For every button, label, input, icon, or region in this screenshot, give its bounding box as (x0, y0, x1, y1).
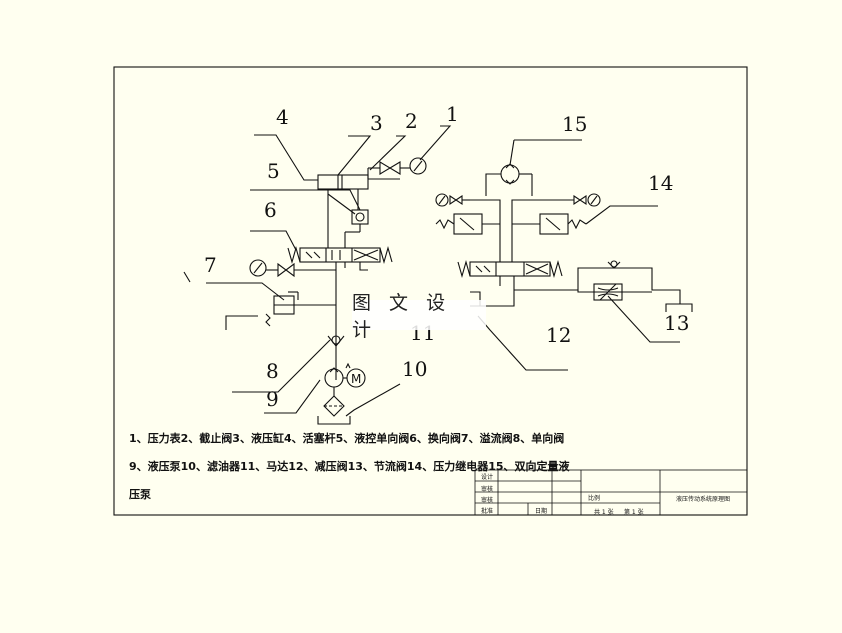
label-1: 1 (446, 102, 459, 126)
motor-label: M (351, 372, 361, 386)
stop-valve-7 (266, 262, 336, 278)
directional-valve-6 (287, 245, 393, 265)
tb-approve: 批准 (481, 508, 494, 515)
label-2: 2 (405, 109, 418, 133)
reducing-valve-left (453, 213, 483, 235)
drawing-frame (113, 66, 748, 516)
bidirectional-pump-15 (500, 164, 520, 184)
filter-10 (323, 395, 345, 417)
throttle-valve-13 (593, 283, 623, 301)
tb-process: 审核 (481, 497, 494, 504)
tb-date: 日期 (535, 508, 548, 515)
label-3: 3 (370, 111, 383, 135)
watermark: 图 文 设 计 (352, 292, 486, 341)
tb-drawing-title: 液压传动系统原理图 (676, 496, 731, 503)
label-9: 9 (266, 387, 279, 411)
label-5: 5 (267, 159, 280, 183)
label-15: 15 (562, 112, 587, 136)
tb-design: 设计 (481, 474, 494, 481)
label-8: 8 (266, 359, 279, 383)
legend-line-2: 9、液压泵10、滤油器11、马达12、减压阀13、节流阀14、压力继电器15、双… (129, 460, 570, 473)
tb-sheet-no: 第 1 张 (624, 509, 644, 516)
relief-valve-7 (265, 291, 336, 327)
label-14: 14 (648, 171, 673, 195)
tb-scale: 比例 (588, 495, 601, 502)
hydraulic-pump-9 (324, 368, 344, 388)
stop-valve-2 (368, 161, 410, 175)
check-valve-8 (327, 335, 345, 347)
pressure-gauge-right-a (435, 193, 449, 207)
legend-line-3: 压泵 (129, 488, 151, 501)
label-10: 10 (402, 357, 427, 381)
label-12: 12 (546, 323, 571, 347)
tb-sheets: 共 1 张 (594, 509, 614, 516)
cylinder-3 (317, 174, 369, 190)
legend-line-1: 1、压力表2、截止阀3、液压缸4、活塞杆5、液控单向阀6、换向阀7、溢流阀8、单… (129, 432, 565, 445)
pressure-gauge-7 (249, 259, 267, 277)
label-7: 7 (204, 253, 217, 277)
label-13: 13 (664, 311, 689, 335)
label-4: 4 (276, 105, 289, 129)
title-block (474, 469, 748, 516)
pressure-relay-14 (539, 213, 569, 235)
label-6: 6 (264, 198, 277, 222)
tb-check: 审核 (481, 486, 494, 493)
svg-text:1: 1 (446, 102, 459, 126)
pilot-check-valve-5 (351, 209, 369, 225)
directional-valve-right (457, 259, 563, 279)
pressure-gauge-right-b (587, 193, 601, 207)
pressure-gauge-1 (409, 157, 427, 175)
